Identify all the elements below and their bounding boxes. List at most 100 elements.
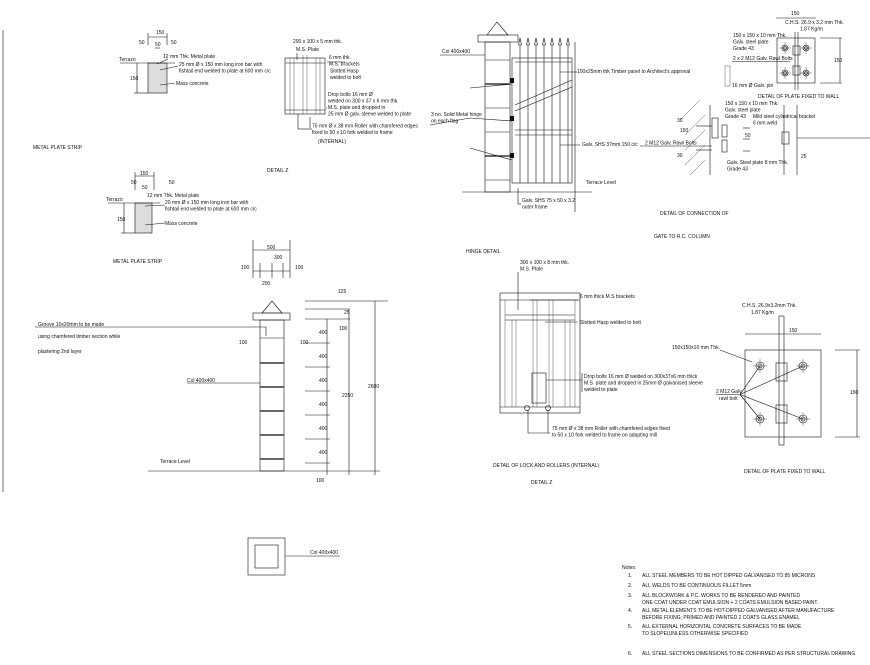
dim-400: 400 bbox=[319, 354, 328, 360]
label-chs: C.H.S. 26.9 x 3.2 mm Thk. bbox=[785, 20, 844, 26]
dim-width: 150 bbox=[140, 171, 149, 177]
dim-100a: 100 bbox=[241, 265, 250, 271]
label-groove-3: plastering 2nd layer bbox=[38, 349, 82, 355]
connection-detail: 16 mm Ø Galv. pin 150 x 150 x 10 mm Thk.… bbox=[640, 65, 870, 240]
dim-100d: 100 bbox=[316, 478, 325, 484]
label-hasp: Slotted Hasp bbox=[330, 69, 359, 75]
label-drop-2: welded on 300 x 37 x 6 mm thk. bbox=[328, 99, 399, 105]
note-number: 6. bbox=[628, 651, 632, 657]
dim-height: 150 bbox=[850, 390, 859, 396]
concrete-block bbox=[147, 62, 168, 94]
label-bolts: 2 M12 Galv. Rawl Bolts bbox=[645, 141, 697, 147]
note-text: ALL WELDS TO BE CONTINUOUS FILLET 5mm bbox=[642, 583, 751, 589]
note-text-cont: TO SLOPE(UNLESS OTHERWISE SPECIFIED bbox=[642, 631, 748, 637]
label-plate: 200 x 100 x 5 mm thk. bbox=[293, 39, 342, 45]
note-number: 1. bbox=[628, 573, 632, 579]
metal-plate-strip-1: 150 50 50 50 Terrazo 12 mm Thk. Metal pl… bbox=[33, 30, 271, 151]
label-hasp: Slotted Hasp welded to bolt bbox=[580, 320, 641, 326]
metal-plate-strip-2: 150 50 50 50 Terrazo 12 mm Thk. Metal pl… bbox=[106, 171, 257, 265]
plate-label: 12 mm Thk. Metal plate bbox=[147, 193, 199, 199]
dim-depth: 150 bbox=[130, 76, 139, 82]
detail-title-2: GATE TO R.C. COLUMN bbox=[654, 234, 710, 240]
label-plate: 150x150x10 mm Thk. bbox=[672, 345, 720, 351]
dim-height: 150 bbox=[834, 58, 843, 64]
label-roller-1: 75 mm Ø x 38 mm Roller with chamfered ed… bbox=[552, 426, 670, 432]
dim-right: 50 bbox=[171, 40, 177, 46]
label-groove-2: using chamfered timber section while bbox=[38, 334, 120, 340]
dim-400: 400 bbox=[319, 378, 328, 384]
plate-fixed-to-wall-bottom: C.H.S. 26.9x3.2mm Thk. 1.87 Kg/m 150 150… bbox=[672, 303, 860, 475]
dim-mid: 50 bbox=[142, 185, 148, 191]
lock-rollers-detail: 300 x 100 x 8 mm thk. M.S. Plate 6 mm th… bbox=[493, 260, 703, 486]
dim-left: 50 bbox=[131, 180, 137, 186]
picket-spike bbox=[518, 37, 522, 46]
gate-pickets bbox=[510, 37, 570, 183]
label-drop-2: M.S. plate and dropped in 25mm Ø galvani… bbox=[584, 381, 703, 387]
picket-spike bbox=[566, 37, 570, 46]
concrete-label: Mass concrete bbox=[176, 81, 209, 87]
label-plate-2: M.S. Plate bbox=[520, 267, 543, 273]
hinge-icon bbox=[510, 78, 514, 83]
note-text: ALL STEEL SECTIONS DIMENSIONS TO BE CONF… bbox=[642, 651, 855, 657]
label-terrace: Terrace Level bbox=[160, 459, 190, 465]
dim-50: 50 bbox=[745, 133, 751, 139]
dim-25: 25 bbox=[344, 310, 350, 316]
hinge-detail: Col 400x400 100x25mm thk Timber panel to… bbox=[429, 21, 690, 255]
label-plate-2: M.S. Plate bbox=[296, 47, 319, 53]
label-plate-1: 300 x 100 x 8 mm thk. bbox=[520, 260, 569, 266]
label-drop-3: M.S. plate and dropped in bbox=[328, 105, 385, 111]
label-internal: (INTERNAL) bbox=[318, 139, 346, 145]
label-shs: Galv. SHS 37mm 150 c/c bbox=[582, 142, 638, 148]
label-drop-4: 25 mm Ø galv. sleeve welded to plate bbox=[328, 112, 411, 118]
bar-label-2: fishtail end welded to plate at 600 mm c… bbox=[165, 207, 257, 213]
label-roller-2: to 50 x 10 fork welded to frame on adapt… bbox=[552, 433, 657, 439]
dim-400: 400 bbox=[319, 426, 328, 432]
detail-title: DETAIL OF PLATE FIXED TO WALL bbox=[758, 94, 839, 100]
concrete-block bbox=[134, 202, 153, 234]
dim-2600: 2600 bbox=[368, 384, 379, 390]
label-frame-1: Galv. SHS 75 x 50 x 3.2 bbox=[522, 198, 575, 204]
picket-spike bbox=[526, 37, 530, 46]
label-plate-1: 150 x 150 x 10 mm Thk. bbox=[725, 101, 779, 107]
label-plate-3: Grade 43 bbox=[733, 46, 754, 52]
dim-100b: 100 bbox=[295, 265, 304, 271]
dim-30b: 30 bbox=[677, 153, 683, 159]
dim-left: 50 bbox=[139, 40, 145, 46]
note-number: 3. bbox=[628, 593, 632, 599]
picket-spike bbox=[558, 37, 562, 46]
label-plate-3: Grade 43 bbox=[725, 114, 746, 120]
label-steel-1: Galv. Steel plate 8 mm Thk. bbox=[727, 160, 788, 166]
note-number: 5. bbox=[628, 624, 632, 630]
label-drop-3: welded to plate bbox=[584, 387, 618, 393]
label-steel-2: Grade 43 bbox=[727, 167, 748, 173]
label-plate-1: 150 x 150 x 10 mm Thk. bbox=[733, 33, 787, 39]
plate-fixed-to-wall-top: 150 C.H.S. 26.9 x 3.2 mm Thk. 1.87 Kg/m … bbox=[732, 11, 844, 100]
dim-300: 300 bbox=[274, 255, 283, 261]
note-text: ALL METAL ELEMENTS TO BE HOT-DIPPED GALV… bbox=[642, 608, 835, 614]
dim-100c: 100 bbox=[339, 326, 348, 332]
label-bolt-1: 2 M12 Galv. bbox=[716, 389, 743, 395]
concrete-label: Mass concrete bbox=[165, 221, 198, 227]
label-drop-1: Drop bolts 16 mm Ø welded on 300x37x6 mm… bbox=[584, 374, 698, 380]
picket-spike bbox=[534, 37, 538, 46]
note-number: 2. bbox=[628, 583, 632, 589]
terrazo-label: Terrazo bbox=[119, 57, 136, 63]
label-roller-2: fixed to 50 x 10 fork welded to frame bbox=[312, 130, 393, 136]
note-text: ALL EXTERNAL HORIZONTAL CONCRETE SURFACE… bbox=[642, 624, 802, 630]
label-brackets: 6 mm thick M.S brackets bbox=[580, 294, 635, 300]
picket-spike bbox=[542, 37, 546, 46]
dim-mid: 50 bbox=[155, 42, 161, 48]
dim-400: 400 bbox=[319, 402, 328, 408]
strip-title: METAL PLATE STRIP bbox=[33, 145, 83, 151]
detail-subtitle: DETAIL Z bbox=[531, 480, 552, 486]
dim-width: 150 bbox=[791, 11, 800, 17]
label-groove-1: Groove 10x20mm to be made bbox=[38, 322, 104, 328]
dim-2250: 2250 bbox=[342, 393, 353, 399]
column-elevation: Groove 10x20mm to be made using chamfere… bbox=[35, 289, 388, 484]
dim-depth: 150 bbox=[117, 217, 126, 223]
label-bolt-2: rawl bolt bbox=[719, 396, 738, 402]
label-bracket-2: 6 mm weld bbox=[753, 121, 777, 127]
notes-heading: Notes: bbox=[622, 565, 636, 571]
dim-width: 150 bbox=[789, 328, 798, 334]
